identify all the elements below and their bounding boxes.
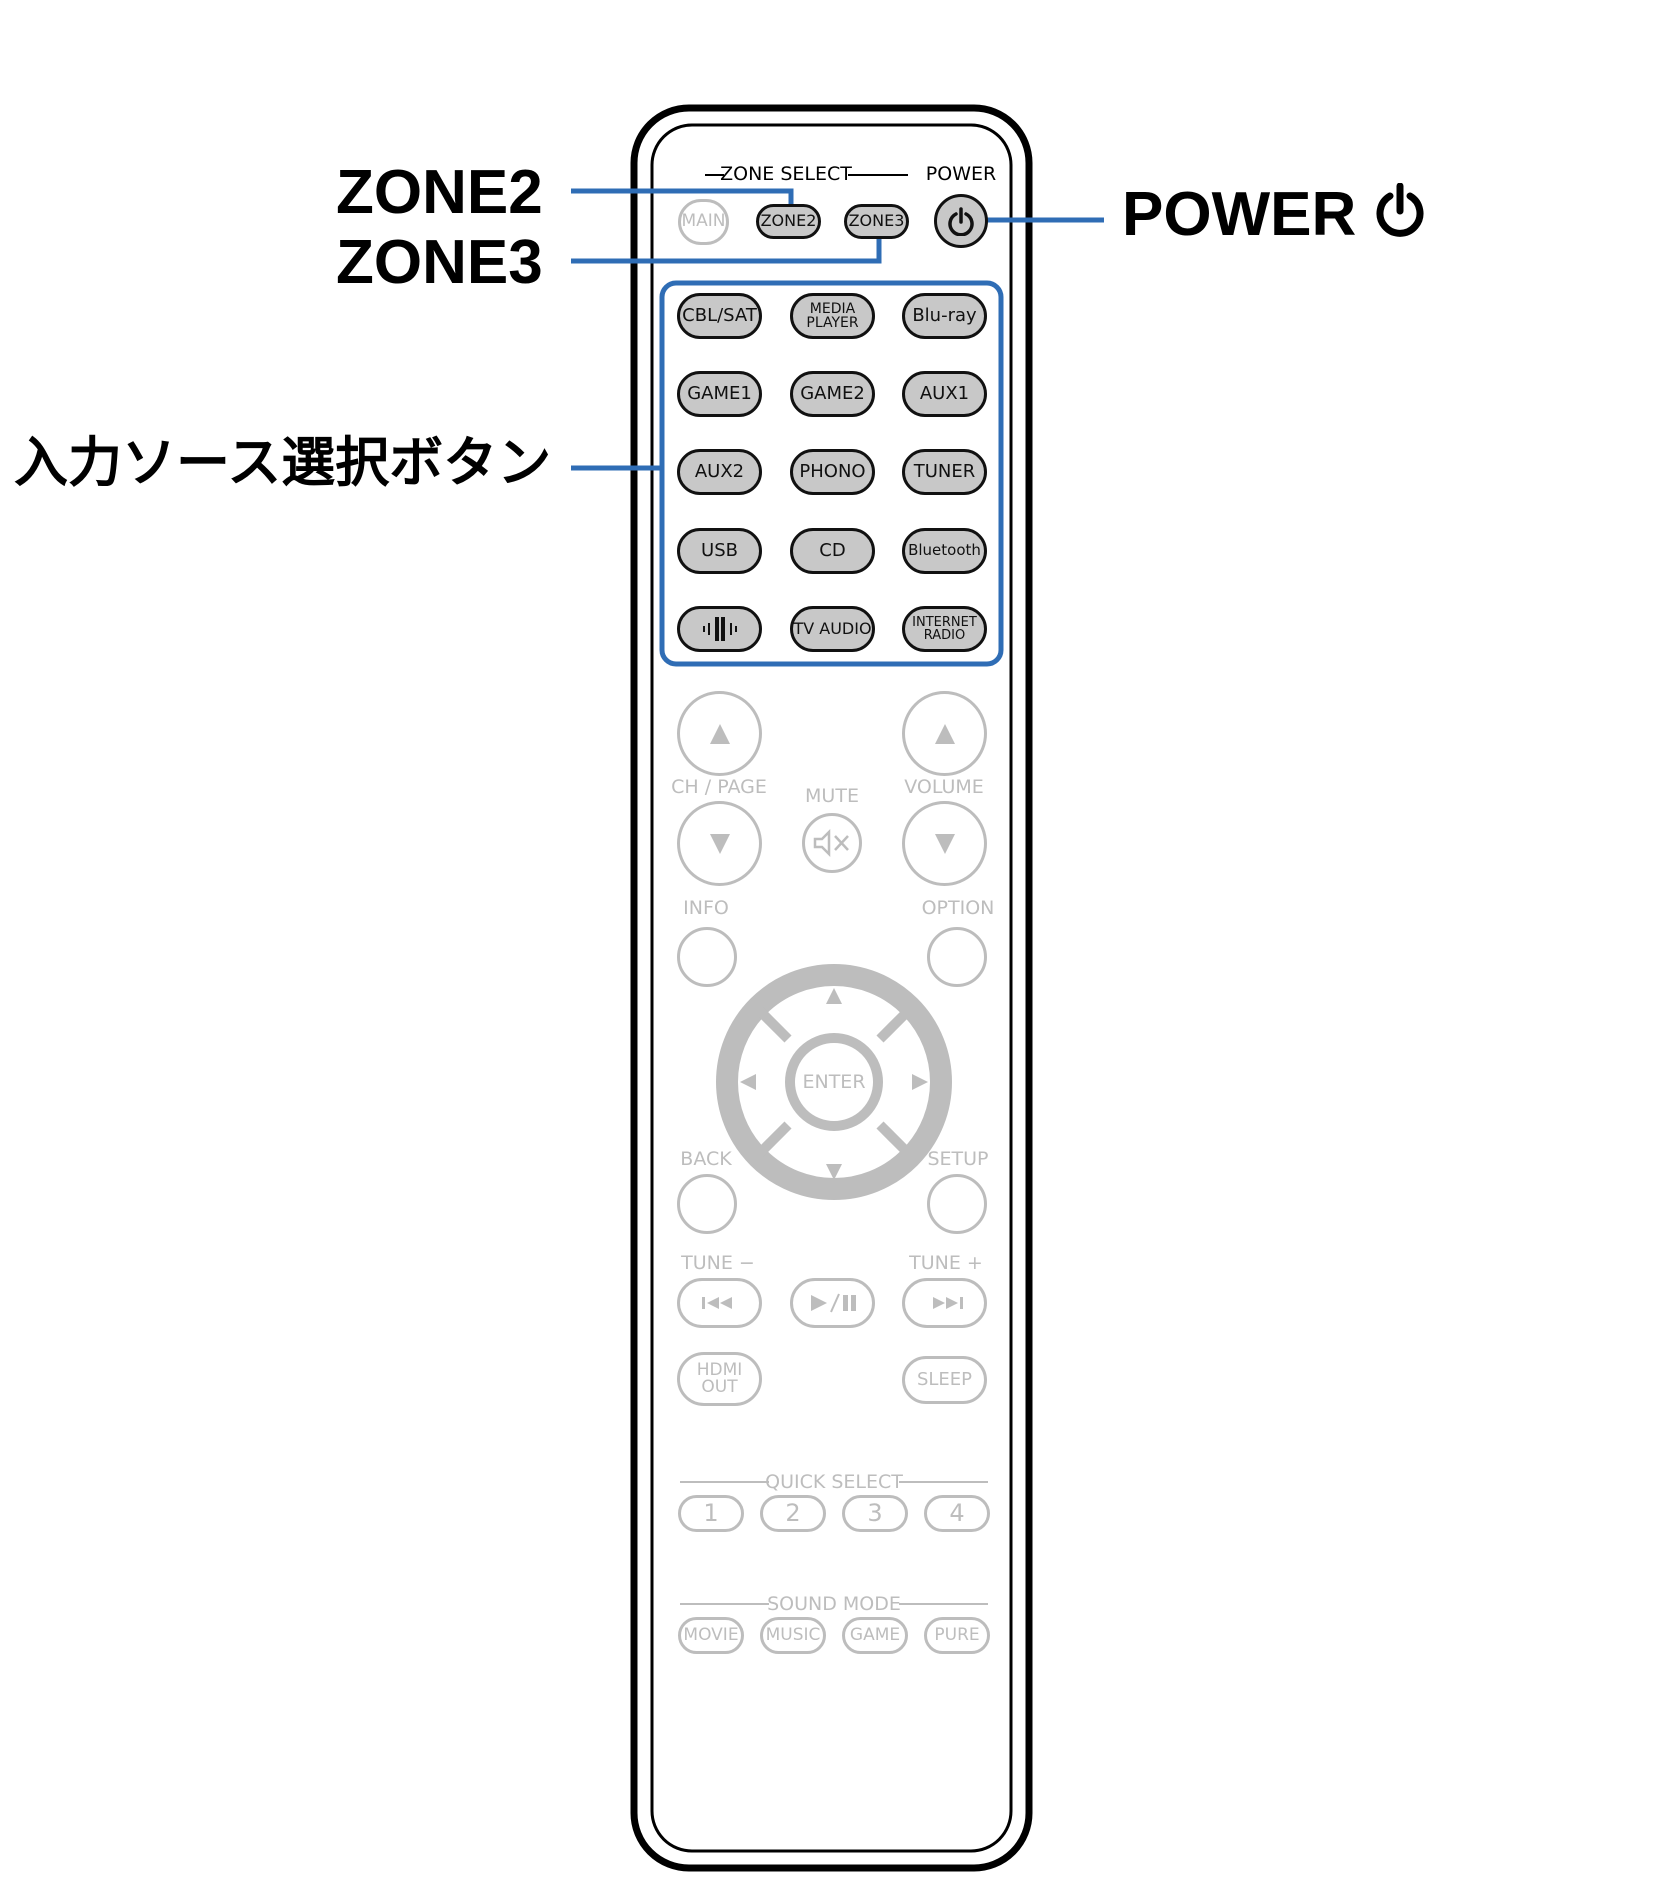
power-icon (948, 207, 974, 236)
dpad-down-icon (826, 1164, 842, 1180)
volume-up-button[interactable] (902, 691, 987, 776)
volume-down-button[interactable] (902, 801, 987, 886)
next-track-icon (932, 1297, 963, 1309)
dpad[interactable] (716, 964, 952, 1200)
zone2-callout-label: ZONE2 (336, 158, 543, 227)
zone-select-label: ZONE SELECT (720, 163, 852, 185)
dpad-up-icon (826, 988, 842, 1004)
power-callout-label: POWER (1122, 180, 1357, 249)
power-button[interactable] (934, 194, 988, 248)
arrow-down-icon (934, 833, 955, 854)
info-button[interactable] (677, 927, 737, 987)
setup-label: SETUP (927, 1148, 989, 1170)
quick-select-label: QUICK SELECT (765, 1471, 903, 1493)
quick-select-4-button[interactable]: 4 (924, 1495, 990, 1532)
back-button[interactable] (677, 1174, 737, 1234)
power-icon (1376, 183, 1424, 237)
option-label: OPTION (921, 897, 995, 919)
zone2-button[interactable]: ZONE2 (756, 204, 821, 239)
zone3-callout-label: ZONE3 (336, 228, 543, 297)
ch-page-up-button[interactable] (677, 691, 762, 776)
arrow-down-icon (709, 833, 730, 854)
zone3-button[interactable]: ZONE3 (844, 204, 909, 239)
input-source-callout-label: 入力ソース選択ボタン (14, 431, 552, 494)
tune-minus-label: TUNE − (681, 1252, 755, 1274)
input-phono-button[interactable]: PHONO (790, 449, 875, 495)
option-button[interactable] (927, 927, 987, 987)
input-blu-ray-button[interactable]: Blu-ray (902, 293, 987, 339)
sound-mode-movie-button[interactable]: MOVIE (678, 1617, 744, 1654)
zone3-callout-line (571, 235, 882, 264)
mute-label: MUTE (805, 785, 859, 807)
ch-page-down-button[interactable] (677, 801, 762, 886)
input-usb-button[interactable]: USB (677, 528, 762, 574)
dpad-left-icon (740, 1074, 756, 1090)
dpad-right-icon (912, 1074, 928, 1090)
main-button[interactable]: MAIN (678, 199, 729, 245)
quick-select-2-button[interactable]: 2 (760, 1495, 826, 1532)
input-game1-button[interactable]: GAME1 (677, 371, 762, 417)
mute-button[interactable] (802, 813, 862, 873)
play-pause-icon (810, 1293, 856, 1313)
sleep-button[interactable]: SLEEP (902, 1356, 987, 1404)
setup-button[interactable] (927, 1174, 987, 1234)
sound-mode-pure-button[interactable]: PURE (924, 1617, 990, 1654)
enter-label: ENTER (802, 1071, 866, 1093)
input-bluetooth-button[interactable]: Bluetooth (902, 528, 987, 574)
quick-select-1-button[interactable]: 1 (678, 1495, 744, 1532)
input-game2-button[interactable]: GAME2 (790, 371, 875, 417)
quick-select-3-button[interactable]: 3 (842, 1495, 908, 1532)
previous-track-icon (701, 1297, 732, 1309)
info-label: INFO (683, 897, 729, 919)
heos-icon (702, 617, 737, 641)
next-track-button[interactable] (902, 1278, 987, 1328)
input-source-highlight (659, 280, 1004, 667)
arrow-up-icon (709, 723, 730, 744)
sound-mode-game-button[interactable]: GAME (842, 1617, 908, 1654)
input-heos-button[interactable] (677, 606, 762, 652)
sound-mode-music-button[interactable]: MUSIC (760, 1617, 826, 1654)
input-tv-audio-button[interactable]: TV AUDIO (790, 606, 875, 652)
mute-icon (813, 828, 849, 858)
previous-track-button[interactable] (677, 1278, 762, 1328)
input-cbl-sat-button[interactable]: CBL/SAT (677, 293, 762, 339)
tune-plus-label: TUNE + (909, 1252, 983, 1274)
input-media-player-button[interactable]: MEDIA PLAYER (790, 293, 875, 339)
input-aux1-button[interactable]: AUX1 (902, 371, 987, 417)
power-label: POWER (925, 163, 997, 185)
input-cd-button[interactable]: CD (790, 528, 875, 574)
sound-mode-label: SOUND MODE (767, 1593, 901, 1615)
arrow-up-icon (934, 723, 955, 744)
volume-label: VOLUME (904, 776, 984, 798)
play-pause-button[interactable] (790, 1278, 875, 1328)
input-internet-radio-button[interactable]: INTERNET RADIO (902, 606, 987, 652)
input-aux2-button[interactable]: AUX2 (677, 449, 762, 495)
ch-page-label: CH / PAGE (671, 776, 767, 798)
zone2-callout-line (571, 188, 794, 205)
input-tuner-button[interactable]: TUNER (902, 449, 987, 495)
back-label: BACK (680, 1148, 732, 1170)
hdmi-out-button[interactable]: HDMI OUT (677, 1352, 762, 1406)
